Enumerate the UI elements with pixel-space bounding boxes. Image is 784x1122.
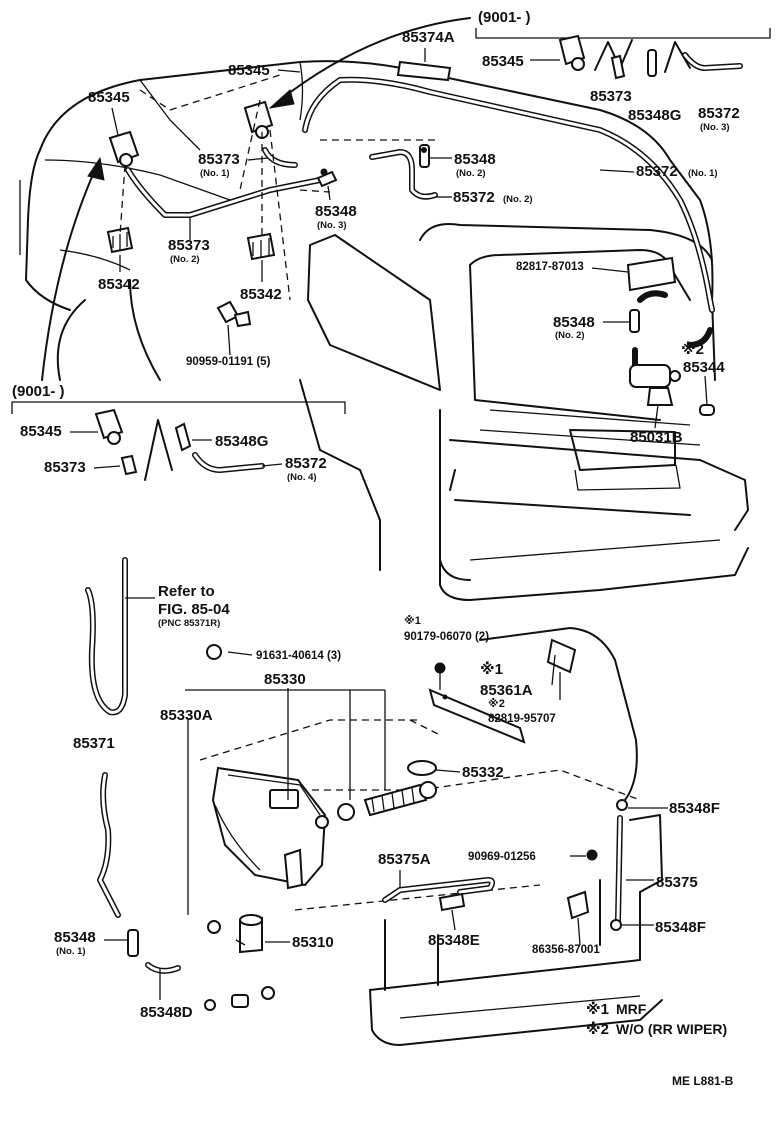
label-85031b: 85031B — [630, 429, 683, 446]
label-85372-no1: 85372 — [636, 163, 678, 180]
label-85348f-b: 85348F — [655, 919, 706, 936]
inset-top-85373: 85373 — [590, 88, 632, 105]
label-85348-no1: 85348 — [54, 929, 96, 946]
nozzle-left — [108, 130, 140, 167]
label-85348-a: 85348 — [454, 151, 496, 168]
inset-left: (9001- ) 85345 85348G 85373 85372 (No. 4… — [11, 383, 346, 483]
legend-text-1: MRF — [616, 1001, 647, 1017]
label-85374a: 85374A — [402, 29, 455, 46]
leader-dashes-top — [119, 74, 440, 301]
clip-85342-right — [246, 232, 276, 261]
label-85348-no2-rear: 85348 — [553, 314, 595, 331]
label-91631: 91631-40614 (3) — [256, 650, 341, 662]
label-85342-a: 85342 — [98, 276, 140, 293]
label-85330a: 85330A — [160, 707, 213, 724]
washer-tank — [211, 766, 329, 890]
label-90179: 90179-06070 (2) — [404, 631, 489, 643]
figure-code: ME L881-B — [672, 1074, 734, 1088]
label-x1-85361a: ※1 — [480, 660, 503, 678]
label-85372-no2: 85372 — [453, 189, 495, 206]
nozzle-center — [243, 100, 274, 139]
clip-85342-left — [106, 226, 134, 254]
hoses-top — [125, 60, 715, 383]
legend: ※1 MRF ※2 W/O (RR WIPER) — [586, 1000, 727, 1038]
label-85348-no3: 85348 — [315, 203, 357, 220]
label-85373-b-sub: (No. 2) — [170, 254, 200, 265]
label-85361a: 85361A — [480, 682, 533, 699]
label-85348-no2-rear-sub: (No. 2) — [555, 330, 585, 341]
inset-left-title: (9001- ) — [12, 383, 65, 400]
inset-left-85373: 85373 — [44, 459, 86, 476]
inset-top: (9001- ) 85345 85373 85348G 85372 (No. 3… — [475, 9, 771, 133]
parts-bottom — [85, 557, 628, 1011]
label-85373-a: 85373 — [198, 151, 240, 168]
label-85375: 85375 — [656, 874, 698, 891]
label-85373-a-sub: (No. 1) — [200, 168, 230, 179]
label-85330: 85330 — [264, 671, 306, 688]
label-85348d: 85348D — [140, 1004, 193, 1021]
label-85372-no1-sub: (No. 1) — [688, 168, 718, 179]
label-85348-a-sub: (No. 2) — [456, 168, 486, 179]
inset-top-85348g: 85348G — [628, 107, 681, 124]
inset-left-no4: (No. 4) — [287, 472, 317, 483]
inset-top-title: (9001- ) — [478, 9, 531, 26]
pump-85031b — [629, 364, 715, 416]
label-90959: 90959-01191 (5) — [186, 356, 271, 368]
clips-90959 — [216, 300, 252, 328]
label-90969: 90969-01256 — [468, 851, 536, 863]
joint-85348-no2 — [419, 144, 430, 168]
label-85375a: 85375A — [378, 851, 431, 868]
label-fig-85-04: FIG. 85-04 — [158, 601, 230, 618]
legend-text-2: W/O (RR WIPER) — [616, 1021, 727, 1037]
inset-left-85345: 85345 — [20, 423, 62, 440]
label-85372-no2-sub: (No. 2) — [503, 194, 533, 205]
leaders-bottom — [159, 651, 668, 1000]
label-85310: 85310 — [292, 934, 334, 951]
label-refer-to: Refer to — [158, 583, 215, 600]
top-labels: 85374A 85345 85345 85373 (No. 1) 85373 (… — [88, 29, 725, 446]
label-85342-b: 85342 — [240, 286, 282, 303]
vehicle-body-top — [19, 60, 749, 601]
label-85348-no3-sub: (No. 3) — [317, 220, 347, 231]
inset-left-85348g: 85348G — [215, 433, 268, 450]
vehicle-body-bottom — [199, 627, 663, 1046]
inset-arrows — [41, 17, 471, 381]
inset-top-no3: (No. 3) — [700, 122, 730, 133]
label-85373-b: 85373 — [168, 237, 210, 254]
joint-85348-no2-rear — [629, 309, 640, 333]
label-82819: 82819-95707 — [488, 713, 556, 725]
label-86356: 86356-87001 — [532, 944, 600, 956]
label-85345-b: 85345 — [88, 89, 130, 106]
label-x2: ※2 — [681, 340, 704, 358]
legend-mark-2: ※2 — [586, 1020, 609, 1038]
label-pnc-85371r: (PNC 85371R) — [158, 618, 220, 629]
inset-left-85372: 85372 — [285, 455, 327, 472]
inset-top-85372: 85372 — [698, 105, 740, 122]
label-85348-no1-sub: (No. 1) — [56, 946, 86, 957]
label-85332: 85332 — [462, 764, 504, 781]
label-85348f-a: 85348F — [669, 800, 720, 817]
label-85371: 85371 — [73, 735, 115, 752]
label-x2-82819: ※2 — [488, 698, 505, 710]
legend-mark-1: ※1 — [586, 1000, 609, 1018]
nozzles-top — [106, 100, 715, 416]
label-85344: 85344 — [683, 359, 725, 376]
inset-top-85345: 85345 — [482, 53, 524, 70]
label-85345-a: 85345 — [228, 62, 270, 79]
bottom-labels: Refer to FIG. 85-04 (PNC 85371R) 91631-4… — [54, 583, 720, 1021]
label-x1-90179: ※1 — [404, 615, 421, 627]
label-85348e: 85348E — [428, 932, 480, 949]
label-82817: 82817-87013 — [516, 261, 584, 273]
joint-85348-no3 — [316, 168, 338, 188]
